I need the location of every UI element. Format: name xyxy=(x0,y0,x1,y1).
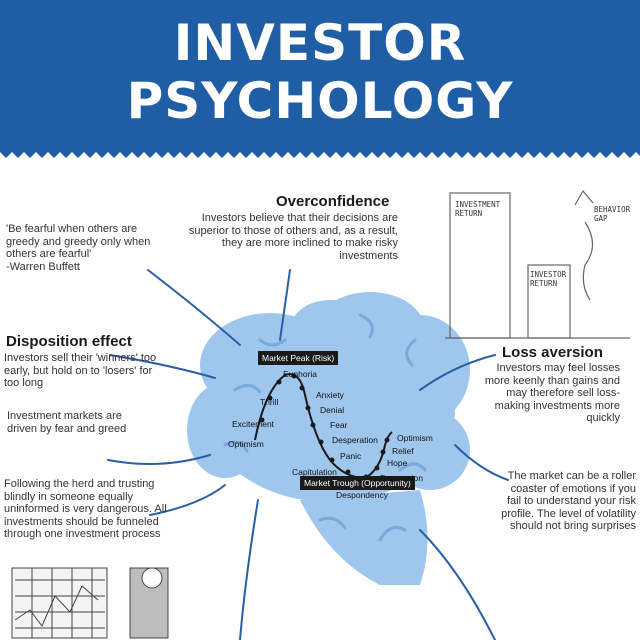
stage-thrill: Thrill xyxy=(260,397,279,407)
disposition-text: Investors sell their 'winners' too early… xyxy=(4,352,157,389)
stage-excitement: Excitement xyxy=(232,419,275,429)
stage-denial: Denial xyxy=(320,405,345,415)
stage-capitulation: Capitulation xyxy=(292,467,337,477)
buffett-author: -Warren Buffett xyxy=(6,261,80,273)
title-line-1: INVESTOR xyxy=(173,14,467,72)
investment-return-label: INVESTMENT RETURN xyxy=(455,200,501,218)
stage-optimism-end: Optimism xyxy=(397,433,433,443)
stage-anxiety: Anxiety xyxy=(316,390,344,400)
loss-aversion-title: Loss aversion xyxy=(502,344,603,361)
title-line-2: PSYCHOLOGY xyxy=(126,72,514,130)
header-banner: INVESTOR PSYCHOLOGY xyxy=(0,0,640,152)
roller-coaster-text: The market can be a roller coaster of em… xyxy=(501,470,636,532)
market-peak-label: Market Peak (Risk) xyxy=(258,351,339,365)
disposition-title: Disposition effect xyxy=(6,333,132,350)
stage-optimism-start: Optimism xyxy=(228,439,264,449)
buffett-quote: 'Be fearful when others are greedy and g… xyxy=(6,223,151,260)
overconfidence-title: Overconfidence xyxy=(276,193,390,210)
market-trough-label: Market Trough (Opportunity) xyxy=(300,476,415,490)
overconfidence-text: Investors believe that their decisions a… xyxy=(188,212,398,262)
behavior-gap-label: BEHAVIOR GAP xyxy=(594,205,631,223)
stage-despondency: Despondency xyxy=(336,490,388,500)
zigzag-divider xyxy=(0,146,640,158)
stage-depression: Depression xyxy=(380,473,423,483)
loss-aversion-text: Investors may feel losses more keenly th… xyxy=(484,362,620,424)
stage-hope: Hope xyxy=(387,458,408,468)
fear-greed-text: Investment markets are driven by fear an… xyxy=(7,410,127,435)
stage-desperation: Desperation xyxy=(332,435,378,445)
stage-euphoria: Euphoria xyxy=(283,369,318,379)
investor-return-label: INVESTOR RETURN xyxy=(530,270,567,288)
stage-panic: Panic xyxy=(340,451,362,461)
herd-text: Following the herd and trusting blindly … xyxy=(4,478,167,540)
stage-relief: Relief xyxy=(392,446,414,456)
stage-fear: Fear xyxy=(330,420,348,430)
